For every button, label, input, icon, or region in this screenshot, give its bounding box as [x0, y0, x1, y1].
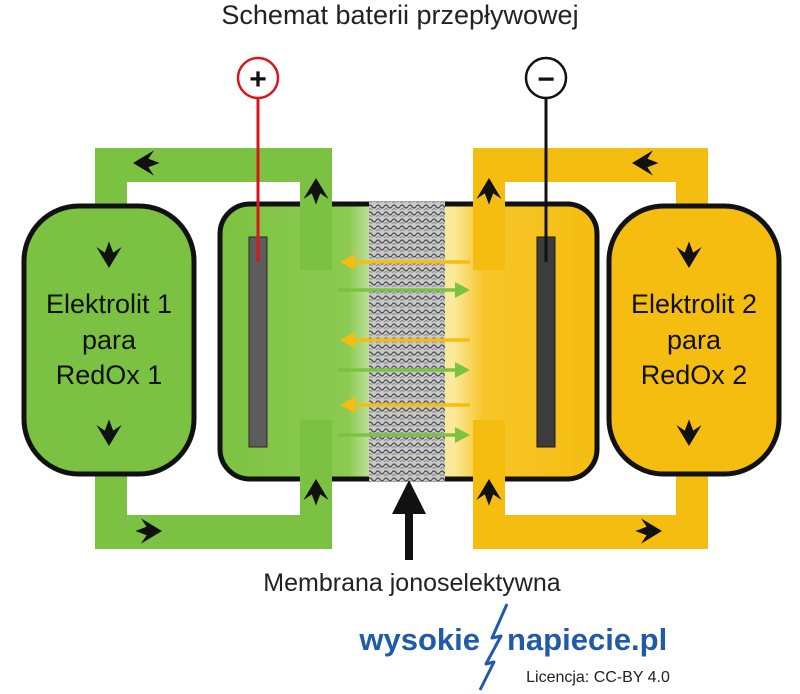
- ion-arrow-to-left: [340, 254, 470, 270]
- positive-terminal: +: [236, 56, 280, 100]
- negative-sign: −: [537, 63, 555, 96]
- ion-arrow-to-right: [338, 362, 470, 378]
- electrolyte-tank-left: [21, 203, 197, 477]
- ion-arrow-to-left: [340, 397, 470, 413]
- ion-arrow-to-left: [340, 332, 470, 348]
- logo-part2: napiecie.pl: [507, 622, 667, 657]
- logo-part1: wysokie: [358, 622, 480, 657]
- negative-terminal: −: [524, 56, 568, 100]
- membrane-label: Membrana jonoselektywna: [263, 569, 560, 597]
- ion-flow-arrows: [338, 254, 470, 443]
- tank-right-line3: RedOx 2: [641, 360, 748, 390]
- membrane-pointer-arrow: [392, 480, 426, 560]
- cell-pipe-stubs: [300, 200, 505, 483]
- lightning-bolt-icon: [478, 603, 509, 691]
- license-text: Licencja: CC-BY 4.0: [526, 669, 670, 686]
- diagram-title: Schemat baterii przepływowej: [221, 0, 578, 30]
- positive-sign: +: [249, 63, 267, 96]
- tank-left-line1: Elektrolit 1: [46, 289, 172, 319]
- brand-logo: wysokie napiecie.pl: [358, 603, 667, 691]
- tank-right-line1: Elektrolit 2: [631, 289, 757, 319]
- tank-right-line2: para: [667, 325, 722, 355]
- ion-arrow-to-right: [338, 282, 470, 298]
- tank-left-label: Elektrolit 1 para RedOx 1: [46, 289, 172, 390]
- ion-arrow-to-right: [338, 427, 470, 443]
- tank-right-label: Elektrolit 2 para RedOx 2: [631, 289, 757, 390]
- electrolyte-tank-right: [606, 203, 782, 477]
- electrode-right: [536, 236, 556, 448]
- tank-left-line3: RedOx 1: [56, 360, 163, 390]
- electrode-left: [248, 236, 268, 448]
- tank-left-line2: para: [82, 325, 137, 355]
